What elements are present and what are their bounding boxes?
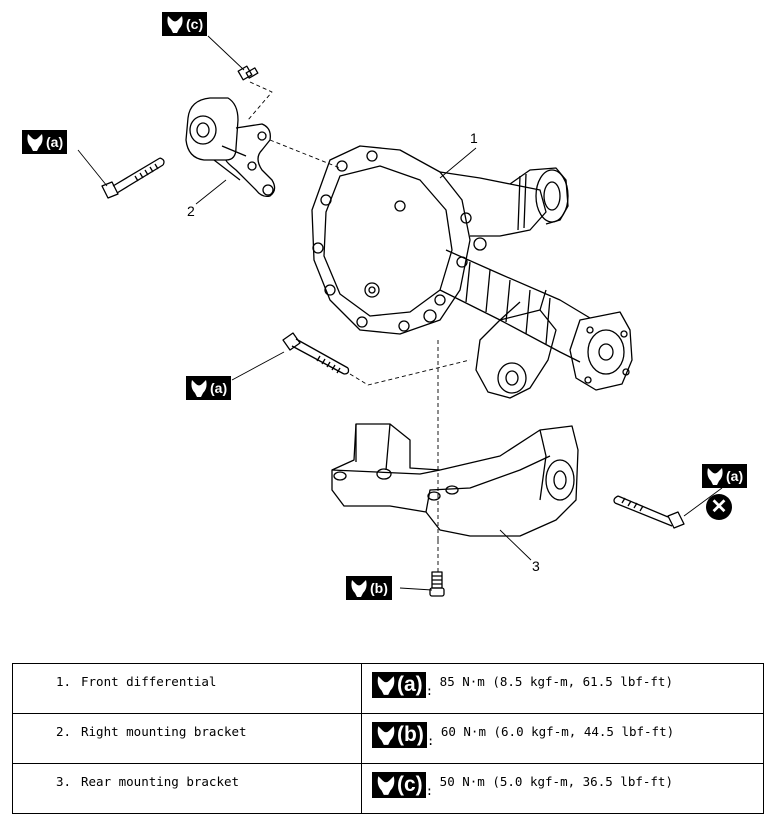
torque-wrench-icon <box>707 468 723 485</box>
torque-badge: (b) <box>372 722 427 748</box>
bolt-a-right <box>613 495 685 529</box>
torque-wrench-icon <box>377 776 395 795</box>
bolt-b-bottom <box>429 571 445 597</box>
legend-part-name: Rear mounting bracket <box>81 774 240 789</box>
torque-value: 50 N·m (5.0 kgf-m, 36.5 lbf-ft) <box>439 774 673 789</box>
part-number-3: 3 <box>532 558 540 574</box>
torque-value: 85 N·m (8.5 kgf-m, 61.5 lbf-ft) <box>439 674 673 689</box>
legend-torque-cell: (b):60 N·m (6.0 kgf-m, 44.5 lbf-ft) <box>361 713 764 764</box>
legend-row: 1. Front differential (a):85 N·m (8.5 kgf… <box>12 663 764 714</box>
torque-wrench-icon <box>377 726 395 745</box>
right-mounting-bracket <box>185 97 276 198</box>
callout-label: (a) <box>46 134 64 150</box>
torque-value: 60 N·m (6.0 kgf-m, 44.5 lbf-ft) <box>440 724 675 739</box>
torque-wrench-icon <box>191 380 207 397</box>
legend-table: 1. Front differential (a):85 N·m (8.5 kgf… <box>12 663 764 814</box>
legend-part-number: 2. <box>55 724 71 739</box>
callout-label: (c) <box>186 16 204 32</box>
bolt-c-top <box>237 65 259 81</box>
front-differential <box>311 145 633 399</box>
exploded-diagram <box>77 35 723 597</box>
torque-callout-c-top: (c) <box>162 12 208 36</box>
leader-lines <box>77 35 723 591</box>
part-number-2: 2 <box>187 203 195 219</box>
legend-row: 3. Rear mounting bracket (c):50 N·m (5.0 … <box>12 763 764 814</box>
torque-callout-a-left: (a) <box>22 130 68 154</box>
torque-key: (b) <box>397 723 424 746</box>
rear-mounting-bracket <box>331 423 579 537</box>
torque-key: (c) <box>397 773 423 796</box>
part-number-1: 1 <box>470 130 478 146</box>
legend-row: 2. Right mounting bracket (b):60 N·m (6.0… <box>12 713 764 764</box>
torque-callout-a-middle: (a) <box>186 376 232 400</box>
legend-part-name: Front differential <box>81 674 217 689</box>
legend-part-cell: 2. Right mounting bracket <box>12 713 362 764</box>
legend-part-cell: 3. Rear mounting bracket <box>12 763 362 814</box>
callout-label: (a) <box>726 468 744 484</box>
x-circle-icon: ✕ <box>706 494 732 520</box>
legend-torque-cell: (c):50 N·m (5.0 kgf-m, 36.5 lbf-ft) <box>361 763 764 814</box>
torque-badge: (c) <box>372 772 426 798</box>
callout-label: (b) <box>370 580 388 596</box>
legend-part-cell: 1. Front differential <box>12 663 362 714</box>
torque-callout-b-bottom: (b) <box>346 576 392 600</box>
torque-key: (a) <box>397 673 423 696</box>
bolt-a-middle <box>282 332 350 375</box>
torque-wrench-icon <box>27 134 43 151</box>
torque-badge: (a) <box>372 672 426 698</box>
torque-wrench-icon <box>351 580 367 597</box>
legend-torque-cell: (a):85 N·m (8.5 kgf-m, 61.5 lbf-ft) <box>361 663 764 714</box>
bolt-a-left <box>101 157 165 199</box>
torque-callout-a-right: (a) <box>702 464 748 488</box>
callout-label: (a) <box>210 380 228 396</box>
torque-wrench-icon <box>167 16 183 33</box>
legend-part-number: 1. <box>55 674 71 689</box>
legend-part-number: 3. <box>55 774 71 789</box>
legend-part-name: Right mounting bracket <box>81 724 247 739</box>
torque-wrench-icon <box>377 676 395 695</box>
